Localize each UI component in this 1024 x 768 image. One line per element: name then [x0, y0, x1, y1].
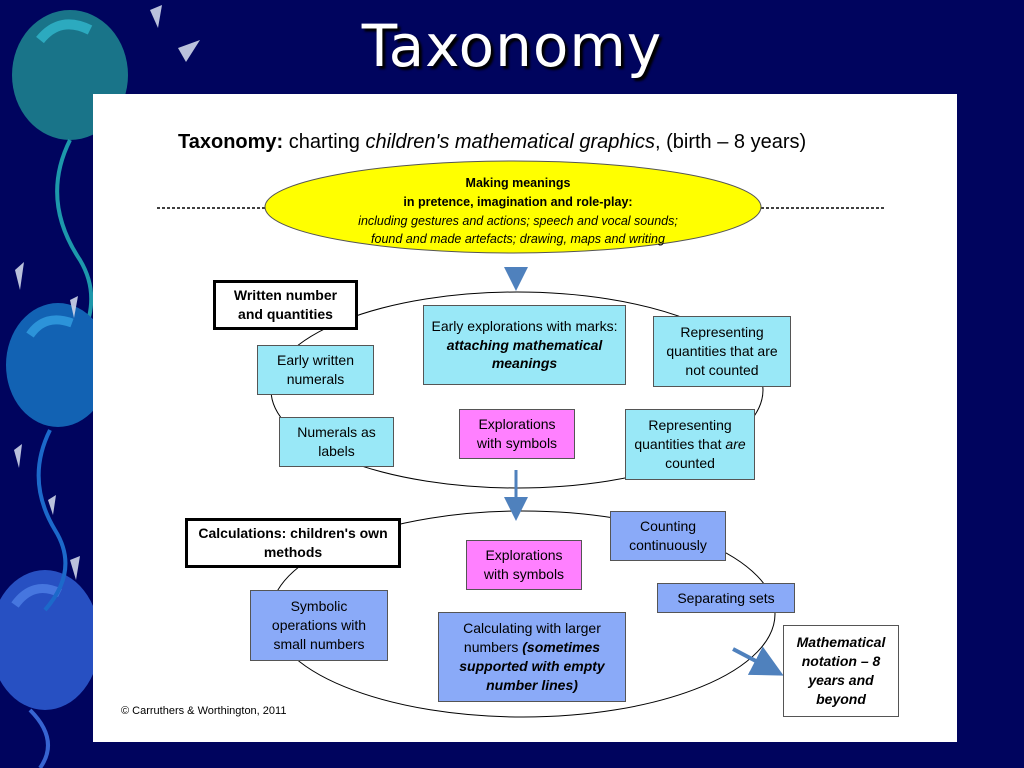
early-written-numerals-box: Early written numerals [257, 345, 374, 395]
confetti-shape [70, 556, 80, 580]
symbolic-operations-box: Symbolic operations with small numbers [250, 590, 388, 661]
confetti-shape [150, 5, 162, 28]
counting-continuously-box: Counting continuously [610, 511, 726, 561]
early-explorations-box: Early explorations with marks: attaching… [423, 305, 626, 385]
balloon-string [36, 429, 68, 612]
making-meanings-ellipse: Making meanings in pretence, imagination… [293, 174, 743, 249]
confetti-shape [48, 495, 56, 515]
calculating-larger-box: Calculating with larger numbers (sometim… [438, 612, 626, 702]
ellipse-line-4: found and made artefacts; drawing, maps … [371, 232, 665, 247]
confetti-shape [70, 296, 78, 318]
ellipse-line-2: in pretence, imagination and role-play: [403, 194, 633, 209]
mathematical-notation-box: Mathematical notation – 8 years and beyo… [783, 625, 899, 717]
top-ellipse-shape [264, 160, 762, 254]
balloon-shape [26, 315, 74, 338]
taxonomy-panel: Taxonomy: charting children's mathematic… [93, 94, 957, 742]
calculations-label: Calculations: children's own methods [185, 518, 401, 568]
explorations-symbols-box-2: Explorations with symbols [466, 540, 582, 590]
balloon-string [28, 708, 50, 768]
not-counted-box: Representing quantities that are not cou… [653, 316, 791, 387]
written-number-label: Written number and quantities [213, 280, 358, 330]
confetti-shape [14, 444, 22, 468]
diagram-heading: Taxonomy: charting children's mathematic… [178, 131, 807, 153]
slide-title: Taxonomy [361, 12, 663, 80]
diagram-connectors [157, 160, 885, 718]
balloon-shape [0, 570, 100, 710]
ellipse-line-3: including gestures and actions; speech a… [358, 213, 678, 228]
numerals-as-labels-box: Numerals as labels [279, 417, 394, 467]
balloon-shape [11, 584, 62, 608]
confetti-shape [15, 262, 24, 290]
separating-sets-box: Separating sets [657, 583, 795, 613]
copyright-text: © Carruthers & Worthington, 2011 [121, 705, 287, 717]
ellipse-line-1: Making meanings [465, 176, 571, 190]
counted-box: Representing quantities that are counted [625, 409, 755, 480]
confetti-shape [178, 40, 200, 62]
balloon-shape [36, 19, 93, 44]
explorations-symbols-box-1: Explorations with symbols [459, 409, 575, 459]
arrow-to-notation [732, 646, 784, 676]
